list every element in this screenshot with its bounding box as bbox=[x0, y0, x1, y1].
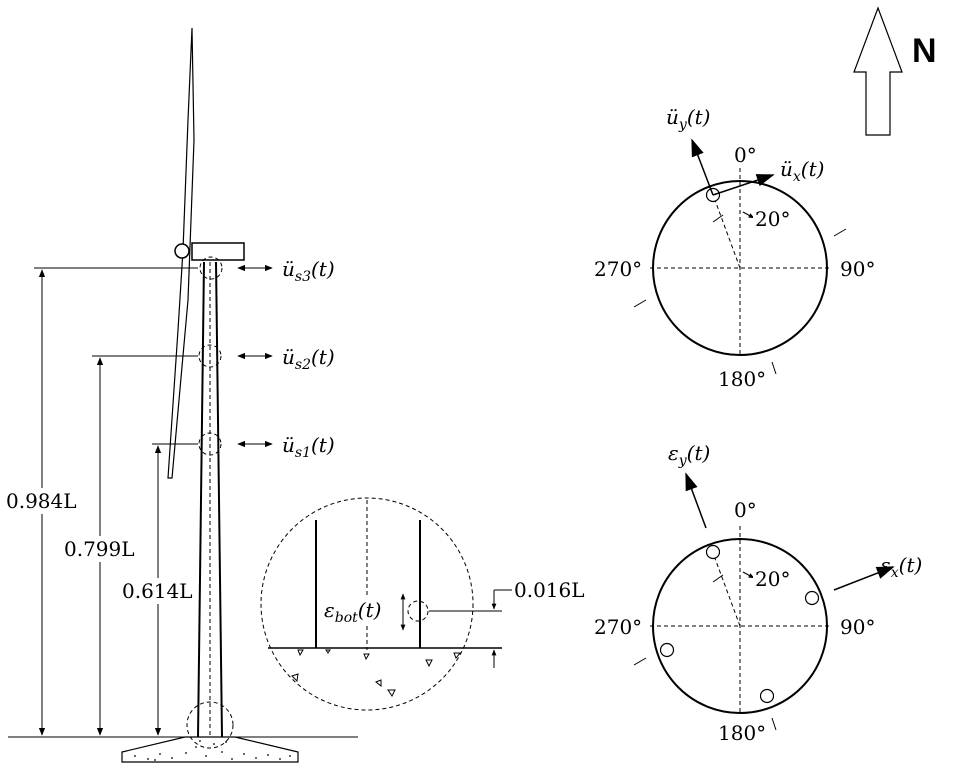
strain-gauge-4 bbox=[659, 642, 675, 658]
strain-gauge-marker bbox=[407, 600, 429, 622]
ax-arrow bbox=[712, 174, 775, 196]
sensor-s2-marker bbox=[198, 344, 222, 368]
compass-top bbox=[633, 138, 847, 375]
sensor-s3-label: üs3(t) bbox=[282, 257, 335, 285]
strain-gauge-1 bbox=[705, 544, 721, 560]
compass-top-tick-w bbox=[633, 299, 647, 308]
sensor-s1-marker bbox=[198, 432, 222, 456]
compass-top-label-n: 0° bbox=[734, 143, 757, 167]
compass-bottom-tick-w bbox=[633, 657, 647, 666]
compass-bottom-label-e: 90° bbox=[840, 615, 875, 639]
compass-top-rotated-axis bbox=[711, 191, 741, 269]
base-detail-marker bbox=[186, 701, 234, 749]
compass-top-angle-label: 20° bbox=[755, 207, 790, 231]
ax-label: üx(t) bbox=[780, 157, 824, 185]
foundation-gravel bbox=[134, 740, 291, 761]
ex-label: εx(t) bbox=[880, 553, 922, 581]
foundation bbox=[121, 736, 299, 763]
height-label-s1: 0.614L bbox=[122, 579, 193, 603]
ay-arrow bbox=[691, 138, 714, 196]
compass-top-tick-e bbox=[833, 228, 847, 237]
compass-bottom bbox=[633, 472, 895, 731]
compass-top-tick-s bbox=[771, 361, 777, 375]
north-arrow-icon bbox=[853, 6, 903, 136]
compass-top-angle-arrow bbox=[742, 211, 755, 219]
base-detail-view bbox=[260, 497, 512, 711]
north-label: N bbox=[912, 32, 937, 70]
strain-gauge-3 bbox=[759, 688, 775, 704]
strain-gauge-2 bbox=[804, 590, 820, 606]
detail-outline bbox=[260, 497, 474, 711]
sensor-s1-label: üs1(t) bbox=[282, 433, 335, 461]
compass-top-label-w: 270° bbox=[594, 257, 642, 281]
compass-bottom-label-n: 0° bbox=[734, 498, 757, 522]
rotor-hub bbox=[174, 243, 190, 259]
strain-bot-label: εbot(t) bbox=[324, 598, 381, 626]
ay-label: üy(t) bbox=[666, 105, 710, 133]
offset-label: 0.016L bbox=[514, 578, 585, 602]
height-label-s3: 0.984L bbox=[6, 489, 77, 513]
sensor-s3-marker bbox=[199, 256, 223, 280]
detail-gravel bbox=[291, 649, 462, 697]
nacelle bbox=[191, 242, 245, 261]
tower-right-edge bbox=[215, 261, 223, 738]
compass-top-angle-tick bbox=[712, 214, 724, 223]
ex-arrow bbox=[833, 566, 895, 591]
ey-arrow bbox=[685, 472, 707, 529]
wind-turbine bbox=[8, 27, 358, 763]
compass-bottom-angle-arrow bbox=[742, 571, 755, 579]
compass-bottom-label-s: 180° bbox=[718, 721, 766, 745]
compass-bottom-tick-s bbox=[771, 717, 777, 731]
tower-left-edge bbox=[197, 261, 205, 738]
sensor-s2-label: üs2(t) bbox=[282, 345, 335, 373]
compass-bottom-angle-label: 20° bbox=[755, 567, 790, 591]
height-label-s2: 0.799L bbox=[64, 537, 135, 561]
compass-top-label-s: 180° bbox=[718, 367, 766, 391]
compass-top-label-e: 90° bbox=[840, 257, 875, 281]
compass-bottom-angle-tick bbox=[712, 574, 724, 583]
compass-bottom-label-w: 270° bbox=[594, 615, 642, 639]
ey-label: εy(t) bbox=[668, 441, 710, 469]
rotor-blade bbox=[167, 27, 195, 479]
compass-bottom-rotated-axis bbox=[712, 552, 741, 627]
